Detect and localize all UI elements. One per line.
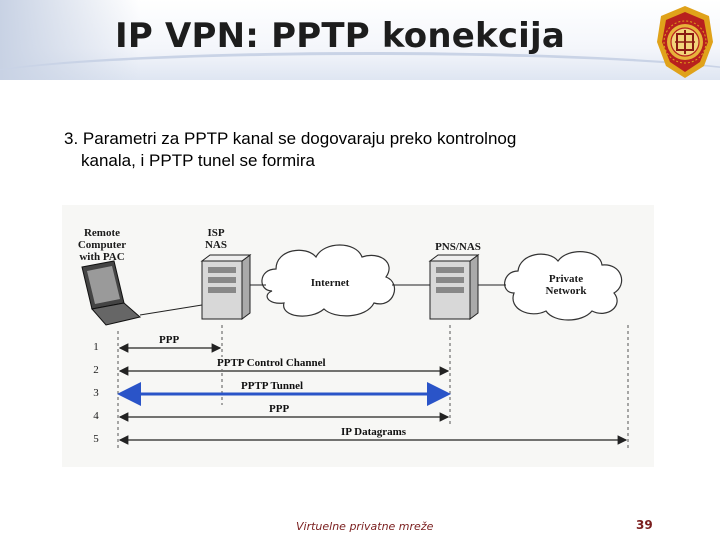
label-isp-nas-text: ISP NAS bbox=[204, 227, 227, 251]
row-label-control-channel: PPTP Control Channel bbox=[214, 357, 329, 369]
row-number-1: 1 bbox=[93, 341, 99, 353]
row-number-3: 3 bbox=[93, 387, 99, 399]
university-logo bbox=[654, 4, 716, 80]
bullet-line-2: kanala, i PPTP tunel se formira bbox=[81, 151, 316, 170]
bullet-text: 3. Parametri za PPTP kanal se dogovaraju… bbox=[64, 128, 664, 172]
row-label-ppp-1: PPP bbox=[156, 334, 183, 346]
row-label-ppp-4: PPP bbox=[266, 403, 293, 415]
row-number-4: 4 bbox=[93, 410, 99, 422]
row-label-pptp-tunnel: PPTP Tunnel bbox=[238, 380, 307, 392]
label-pns-nas: PNS/NAS bbox=[435, 241, 481, 253]
pptp-diagram: Remote Computer with PAC ISP NAS Interne… bbox=[62, 205, 654, 467]
footer-text: Virtuelne privatne mreže bbox=[296, 520, 434, 533]
diagram-drawing bbox=[81, 244, 629, 451]
label-isp-nas: ISP NAS bbox=[196, 227, 236, 251]
label-remote-computer-text: Remote Computer with PAC bbox=[77, 227, 127, 263]
header-swoosh bbox=[0, 52, 720, 80]
label-private-network-text: Private Network bbox=[545, 273, 587, 297]
page-number: 39 bbox=[636, 518, 653, 532]
internet-cloud-icon bbox=[261, 244, 396, 317]
bullet-line-1: 3. Parametri za PPTP kanal se dogovaraju… bbox=[64, 129, 517, 148]
slide-title: IP VPN: PPTP konekcija bbox=[114, 16, 566, 56]
row-number-5: 5 bbox=[93, 433, 99, 445]
label-remote-computer: Remote Computer with PAC bbox=[66, 227, 138, 263]
label-internet: Internet bbox=[310, 277, 350, 289]
pns-nas-server-icon bbox=[428, 254, 480, 320]
isp-nas-server-icon bbox=[200, 254, 252, 320]
label-private-network: Private Network bbox=[526, 273, 606, 297]
laptop-icon bbox=[81, 260, 142, 326]
row-number-2: 2 bbox=[93, 364, 99, 376]
row-label-ip-datagrams: IP Datagrams bbox=[338, 426, 410, 438]
header-band bbox=[0, 0, 720, 80]
private-network-cloud-icon bbox=[504, 251, 623, 321]
